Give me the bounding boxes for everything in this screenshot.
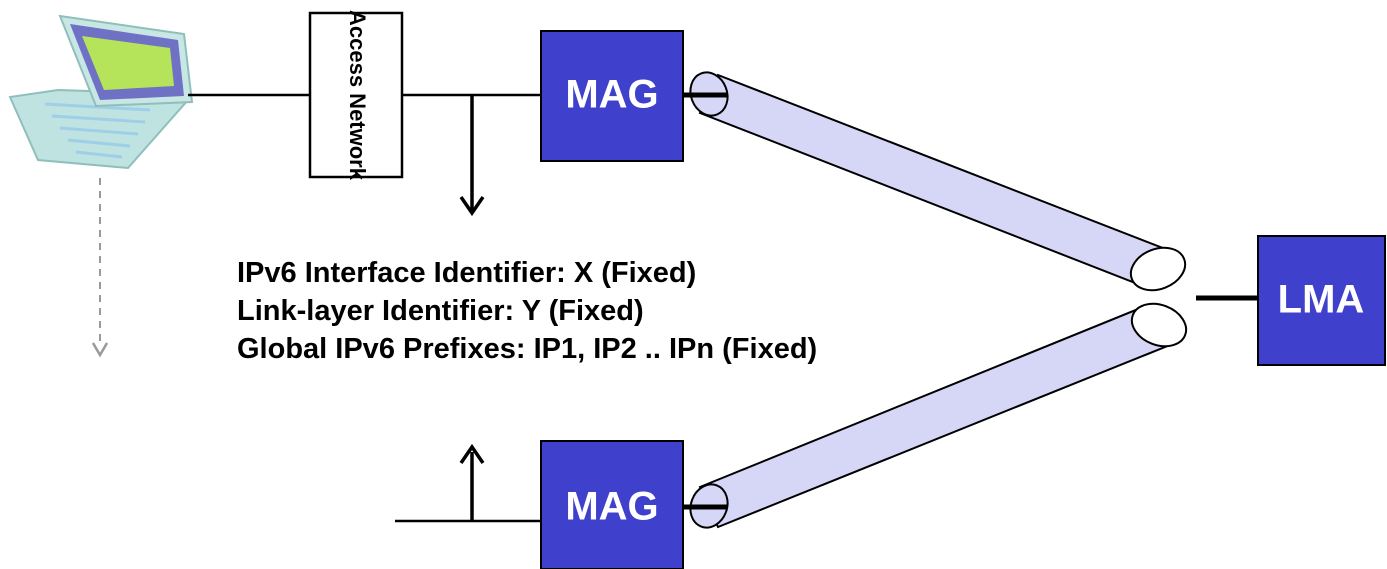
identifier-info: IPv6 Interface Identifier: X (Fixed) Lin… (237, 254, 817, 368)
info-line-link-layer-id: Link-layer Identifier: Y (Fixed) (237, 295, 644, 327)
access-network-box: Access Network (308, 10, 404, 181)
mobility-arrow (91, 178, 109, 358)
info-line-interface-id: IPv6 Interface Identifier: X (Fixed) (237, 257, 697, 289)
mag-top-label: MAG (565, 73, 658, 117)
tunnel-bottom (689, 302, 1188, 529)
down-arrow (459, 95, 485, 217)
info-line-prefixes: Global IPv6 Prefixes: IP1, IP2 .. IPn (F… (237, 333, 818, 365)
lma-label: LMA (1278, 278, 1365, 322)
up-arrow (459, 443, 485, 521)
mag-bottom-label: MAG (565, 485, 658, 529)
mag-bottom-box: MAG (540, 440, 684, 569)
lma-box: LMA (1257, 235, 1386, 366)
tunnel-top (689, 71, 1187, 292)
mag-top-box: MAG (540, 30, 684, 162)
access-network-label: Access Network (345, 10, 370, 181)
laptop-icon (8, 14, 194, 170)
